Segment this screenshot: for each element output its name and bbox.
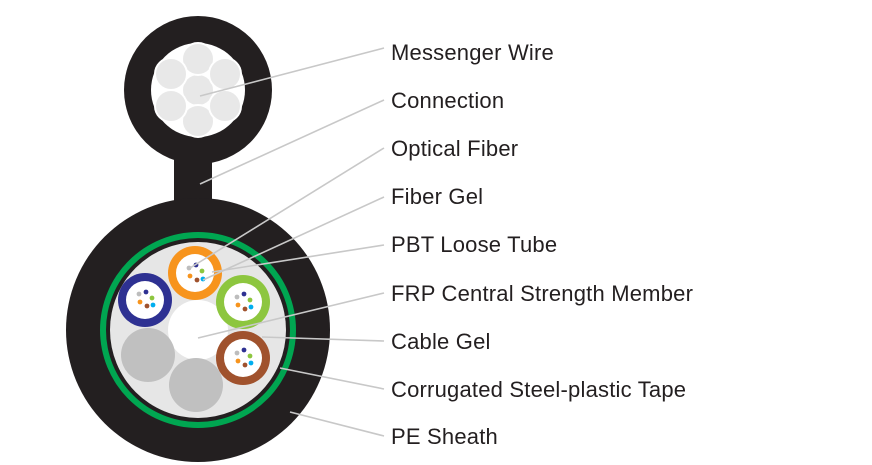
filler-rod-2 [169,358,223,412]
label-pbt-loose-tube: PBT Loose Tube [391,232,558,257]
leader-line-fiber-gel [202,196,385,281]
label-connection: Connection [391,88,505,113]
label-corrugated-steel-plastic-tape: Corrugated Steel-plastic Tape [391,377,687,402]
frp-central-member [168,300,228,360]
label-fiber-gel: Fiber Gel [391,184,484,209]
leader-lines [189,47,385,437]
leader-line-pe-sheath [289,411,385,437]
label-optical-fiber: Optical Fiber [391,136,519,161]
leader-line-steel-tape [279,367,385,390]
leader-line-optical-fiber [189,147,385,269]
leader-line-frp-member [197,292,385,339]
label-cable-gel: Cable Gel [391,329,491,354]
leader-line-connection [199,99,385,185]
label-messenger-wire: Messenger Wire [391,40,554,65]
label-frp-central-strength-member: FRP Central Strength Member [391,281,694,306]
label-pe-sheath: PE Sheath [391,424,498,449]
loose-tube-blue [118,273,172,327]
messenger-wire-strands [154,42,242,138]
loose-tube-brown [216,331,270,385]
loose-tube-green [216,275,270,329]
loose-tube-orange [168,246,222,300]
leader-line-cable-gel [261,336,385,342]
leader-line-pbt-loose-tube [211,244,385,273]
leader-line-messenger-wire [199,47,385,97]
filler-rod-1 [121,328,175,382]
